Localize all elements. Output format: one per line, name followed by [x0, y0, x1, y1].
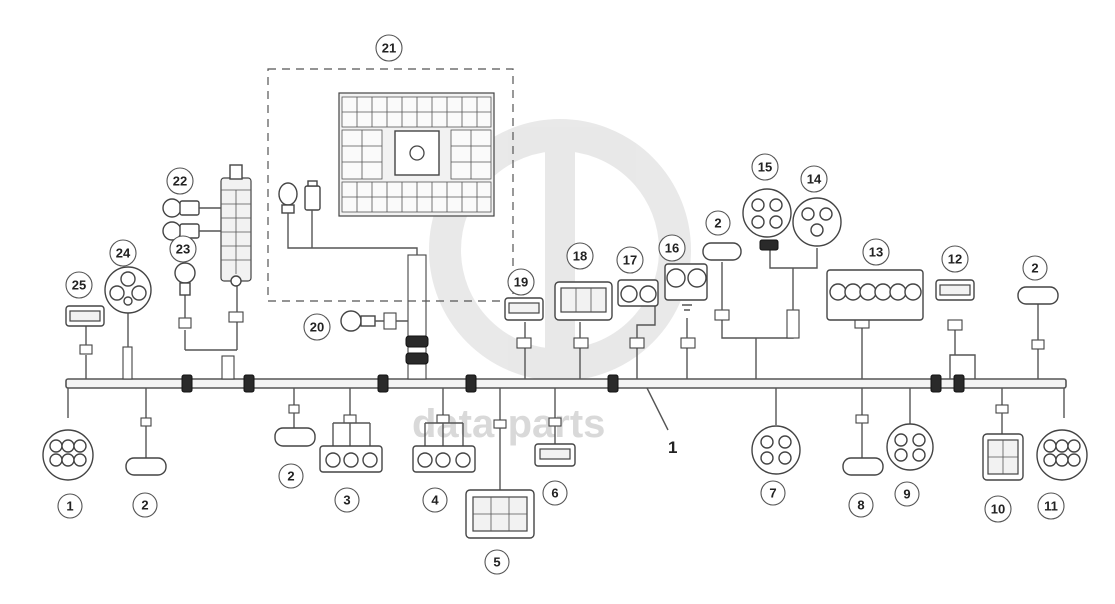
round-connector-7: [751, 425, 801, 475]
svg-text:23: 23: [176, 242, 190, 257]
svg-text:3: 3: [343, 493, 350, 508]
svg-text:20: 20: [310, 320, 324, 335]
svg-text:22: 22: [173, 174, 187, 189]
svg-text:17: 17: [623, 253, 637, 268]
svg-text:21: 21: [382, 41, 396, 56]
callout-9: 9: [894, 481, 920, 507]
round-connector-14: [792, 197, 842, 247]
svg-text:2: 2: [1031, 261, 1038, 276]
svg-text:24: 24: [116, 246, 131, 261]
callout-21: 21: [375, 34, 403, 62]
callout-8: 8: [848, 492, 874, 518]
downward-branches: [140, 387, 1009, 490]
callout-14: 14: [800, 165, 828, 193]
svg-text:11: 11: [1044, 499, 1058, 514]
svg-text:2: 2: [714, 216, 721, 231]
svg-text:9: 9: [903, 487, 910, 502]
callout-6: 6: [542, 480, 568, 506]
callout-13: 13: [862, 238, 890, 266]
callout-24: 24: [109, 239, 137, 267]
connector-12: [935, 279, 975, 301]
watermark-text: data-parts: [412, 402, 605, 446]
capsule-2-top: [702, 242, 742, 261]
upward-branches: [79, 248, 1045, 380]
capsule-8: [842, 457, 884, 476]
capsule-2-bottom-center: [274, 427, 316, 447]
round-connector-11: [1036, 429, 1088, 481]
main-harness-trunk: [65, 378, 1067, 389]
callout-3: 3: [334, 487, 360, 513]
callout-17: 17: [616, 246, 644, 274]
svg-text:1: 1: [66, 499, 73, 514]
svg-text:6: 6: [551, 486, 558, 501]
bulb-cluster-13: [826, 269, 924, 321]
svg-text:14: 14: [807, 172, 822, 187]
harness-label: 1: [668, 438, 677, 457]
callout-12: 12: [941, 245, 969, 273]
fuse-grid: [341, 96, 492, 213]
capsule-2-right: [1017, 286, 1059, 305]
callout-10: 10: [984, 495, 1012, 523]
callout-11: 11: [1037, 492, 1065, 520]
bulbs-16: [664, 263, 708, 311]
svg-text:7: 7: [769, 486, 776, 501]
callout-7: 7: [760, 480, 786, 506]
connector-25: [65, 305, 105, 327]
harness-bands: [181, 374, 965, 393]
callout-25: 25: [65, 271, 93, 299]
svg-text:2: 2: [287, 469, 294, 484]
svg-text:8: 8: [857, 498, 864, 513]
connector-19: [504, 297, 544, 321]
svg-text:2: 2: [141, 498, 148, 513]
round-connector-9: [886, 423, 934, 471]
bulb-group-3: [319, 445, 383, 473]
connector-block-5: [465, 489, 535, 539]
round-connector-24: [104, 266, 152, 314]
callout-5: 5: [484, 549, 510, 575]
callout-18: 18: [566, 242, 594, 270]
svg-text:5: 5: [493, 555, 500, 570]
connector-18: [554, 281, 613, 321]
connector-block-10: [982, 433, 1024, 481]
fuse-box-assembly: [267, 68, 514, 302]
callout-4: 4: [422, 487, 448, 513]
callout-20: 20: [303, 313, 331, 341]
svg-text:4: 4: [431, 493, 439, 508]
relay-bracket: [162, 164, 252, 296]
svg-text:13: 13: [869, 245, 883, 260]
svg-text:10: 10: [991, 502, 1005, 517]
svg-text:25: 25: [72, 278, 86, 293]
callout-2-d: 2: [1022, 255, 1048, 281]
bulb-20: [340, 310, 408, 332]
callout-19: 19: [507, 268, 535, 296]
callout-2-a: 2: [132, 492, 158, 518]
round-connector-1: [42, 429, 94, 481]
capsule-2-bottom-left: [125, 457, 167, 476]
svg-text:18: 18: [573, 249, 587, 264]
bulbs-17: [617, 279, 659, 307]
svg-text:19: 19: [514, 275, 528, 290]
callout-16: 16: [658, 234, 686, 262]
callout-2-c: 2: [705, 210, 731, 236]
svg-text:15: 15: [758, 160, 772, 175]
svg-text:12: 12: [948, 252, 962, 267]
bulb-group-4: [412, 445, 476, 473]
connector-6: [534, 443, 576, 467]
callout-1: 1: [57, 493, 83, 519]
callout-23: 23: [169, 235, 197, 263]
callout-22: 22: [166, 167, 194, 195]
round-connector-15: [742, 188, 792, 251]
callout-15: 15: [751, 153, 779, 181]
callout-2-b: 2: [278, 463, 304, 489]
svg-text:16: 16: [665, 241, 679, 256]
